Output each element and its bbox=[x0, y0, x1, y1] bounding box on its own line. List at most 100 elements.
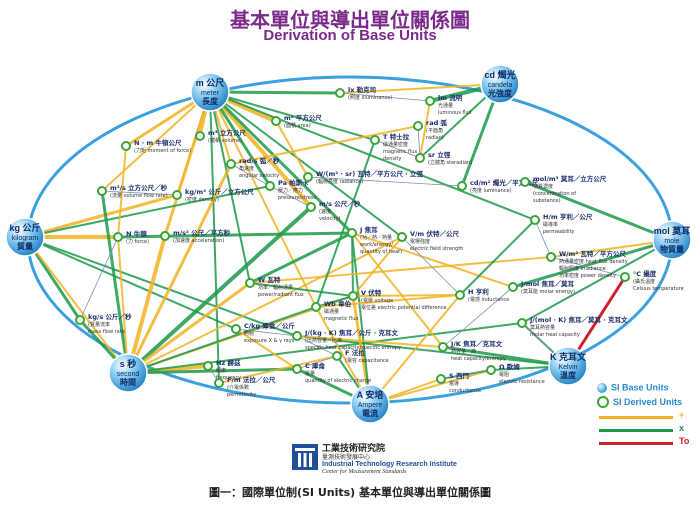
derived-label-W-l1: W 瓦特 bbox=[258, 275, 281, 284]
base-symbol-s: s 秒 bbox=[120, 358, 137, 369]
edge-V-H bbox=[352, 294, 461, 297]
derived-unit-marker-icon bbox=[597, 396, 609, 408]
derived-label-Wm2-l2: 熱通量密度 heat flux density bbox=[559, 258, 628, 265]
derived-label-molm3-l1: mol/m³ 莫耳／立方公尺 bbox=[533, 174, 607, 183]
derived-label-Hm-l1: H/m 亨利／公尺 bbox=[543, 212, 593, 221]
derived-label-JK-l2: 熱容量／熵 bbox=[451, 348, 476, 355]
base-symbol-kg: kg 公斤 bbox=[9, 222, 40, 233]
derived-label-N-l1: N 牛頓 bbox=[126, 229, 147, 238]
edge-m-lx bbox=[208, 90, 342, 95]
edge-N-Nm bbox=[117, 145, 127, 238]
derived-label-m3-l2: (體積 volume) bbox=[208, 137, 242, 144]
edge-A-H bbox=[369, 294, 461, 405]
derived-label-lm-l1: lm 流明 bbox=[438, 93, 463, 102]
base-en-mol: mole bbox=[664, 238, 679, 245]
organization-text: 工業技術研究院 量測技術發展中心 Industrial Technology R… bbox=[322, 444, 457, 475]
derived-label-Fm-l1: F/m 法拉／公尺 bbox=[227, 375, 276, 384]
derived-label-m3s-l2: (流量 volume flow rate) bbox=[110, 192, 168, 199]
derived-label-molm3-l3: (concentration of bbox=[533, 191, 576, 197]
derived-node-marker bbox=[425, 96, 435, 106]
thin-edge-kgm3-m3s bbox=[101, 190, 178, 196]
edge-T-Wb bbox=[315, 139, 376, 308]
derived-label-Wm2sr-l2: (輻射亮度 radiance) bbox=[316, 178, 363, 185]
derived-label-Pa-l1: Pa 帕斯卡 bbox=[278, 178, 309, 187]
derived-node-marker bbox=[195, 131, 205, 141]
derived-node-marker bbox=[520, 177, 530, 187]
edge-s-Vm bbox=[127, 236, 403, 374]
derived-label-C-l1: °C 攝度 bbox=[633, 269, 657, 278]
derived-label-ms-l3: velocity) bbox=[319, 216, 341, 222]
derived-unit-Jmol: J/mol 焦耳／莫耳(莫耳能 molar energy) bbox=[508, 279, 575, 295]
derived-node-marker bbox=[245, 278, 255, 288]
derived-node-marker bbox=[455, 290, 465, 300]
derived-node-marker bbox=[517, 318, 527, 328]
derived-node-marker bbox=[303, 172, 313, 182]
edge-V-Wb bbox=[315, 295, 354, 308]
derived-label-F-l1: F 法拉 bbox=[345, 348, 365, 357]
thin-edge-lx-lm bbox=[339, 92, 431, 102]
edge-J-Jmol bbox=[351, 232, 514, 288]
derived-label-Pa-l3: pressure/stress bbox=[278, 195, 316, 201]
derived-label-C-l2: (攝氏溫度 bbox=[633, 278, 655, 285]
legend-plus: + bbox=[597, 410, 697, 424]
base-unit-marker-icon bbox=[597, 382, 607, 393]
thin-edge-Wm2sr-cdm2 bbox=[307, 176, 463, 187]
plus-line-swatch bbox=[599, 416, 673, 419]
thin-edge-Vm-H bbox=[401, 236, 461, 296]
base-en-K: Kelvin bbox=[558, 364, 577, 371]
derived-label-lx-l1: lx 勒克司 bbox=[348, 85, 376, 94]
derived-node-marker bbox=[413, 121, 423, 131]
derived-label-molm3-l4: substance) bbox=[533, 198, 561, 204]
derived-node-marker bbox=[335, 88, 345, 98]
derived-label-V-l2: (電壓 voltage bbox=[361, 298, 393, 304]
edge-s-rads bbox=[126, 162, 233, 375]
derived-node-marker bbox=[332, 351, 342, 361]
edge-m-Vm bbox=[209, 91, 403, 238]
derived-label-Wm2-l1: W/m² 瓦特／平方公尺 bbox=[559, 249, 626, 258]
derived-label-Ckg-l2: 照射 bbox=[244, 330, 254, 337]
edge-kg-Ckg bbox=[24, 236, 237, 330]
legend-derived: SI Derived Units bbox=[597, 396, 682, 410]
base-en-A: Ampere bbox=[358, 402, 383, 409]
derived-node-marker bbox=[508, 282, 518, 292]
derived-node-marker bbox=[348, 291, 358, 301]
edge-m-ms bbox=[208, 90, 313, 209]
derived-label-Jmol-l1: J/mol 焦耳／莫耳 bbox=[520, 279, 575, 288]
edge-kg-s bbox=[24, 236, 129, 374]
derived-node-marker bbox=[265, 181, 275, 191]
thin-edge-Jmol-JK bbox=[442, 286, 514, 348]
edge-kg-kgm3 bbox=[23, 193, 179, 239]
derived-unit-Nm: N · m 牛頓公尺(力矩 moment of force) bbox=[121, 138, 191, 154]
derived-label-Pa-l2: 壓力／應力 bbox=[278, 187, 303, 194]
base-en-m: meter bbox=[201, 90, 220, 97]
derived-label-Wb-l3: magnetic flux bbox=[324, 316, 358, 322]
derived-label-W-l3: power/radiant flux bbox=[258, 292, 304, 298]
thin-edge-C-Wm2 bbox=[550, 256, 626, 278]
derived-label-rads-l2: 角速度 bbox=[239, 165, 254, 172]
derived-label-F-l2: (電容 capacitance bbox=[345, 357, 389, 364]
edge-m-Fm bbox=[209, 91, 220, 384]
edge-kg-JkgK bbox=[24, 236, 298, 337]
derived-label-ms-l1: m/s 公尺／秒 bbox=[319, 199, 361, 208]
derived-label-JK-l1: J/K 焦耳／克耳文 bbox=[450, 339, 503, 348]
derived-label-Ckg-l3: exposure X & γ rays bbox=[244, 338, 295, 344]
derived-label-Hz-l2: 頻率 bbox=[216, 367, 226, 374]
derived-label-C-l3: Celsius temperature bbox=[633, 286, 684, 292]
derived-label-Ckg-l1: C/kg 庫侖／公斤 bbox=[244, 321, 295, 330]
derived-node-marker bbox=[271, 116, 281, 126]
legend-to: To bbox=[597, 436, 697, 450]
derived-unit-cdm2: cd/m² 燭光／平方公尺(亮度 luminance) bbox=[457, 178, 539, 194]
edge-s-ms2 bbox=[126, 234, 167, 375]
derived-label-ms2-l1: m/s² 公尺／平方秒 bbox=[173, 228, 231, 237]
edge-mol-JmolK bbox=[521, 239, 673, 324]
derived-label-Hm-l2: 磁導率 bbox=[543, 221, 558, 228]
edge-mol-molm3 bbox=[523, 180, 674, 242]
